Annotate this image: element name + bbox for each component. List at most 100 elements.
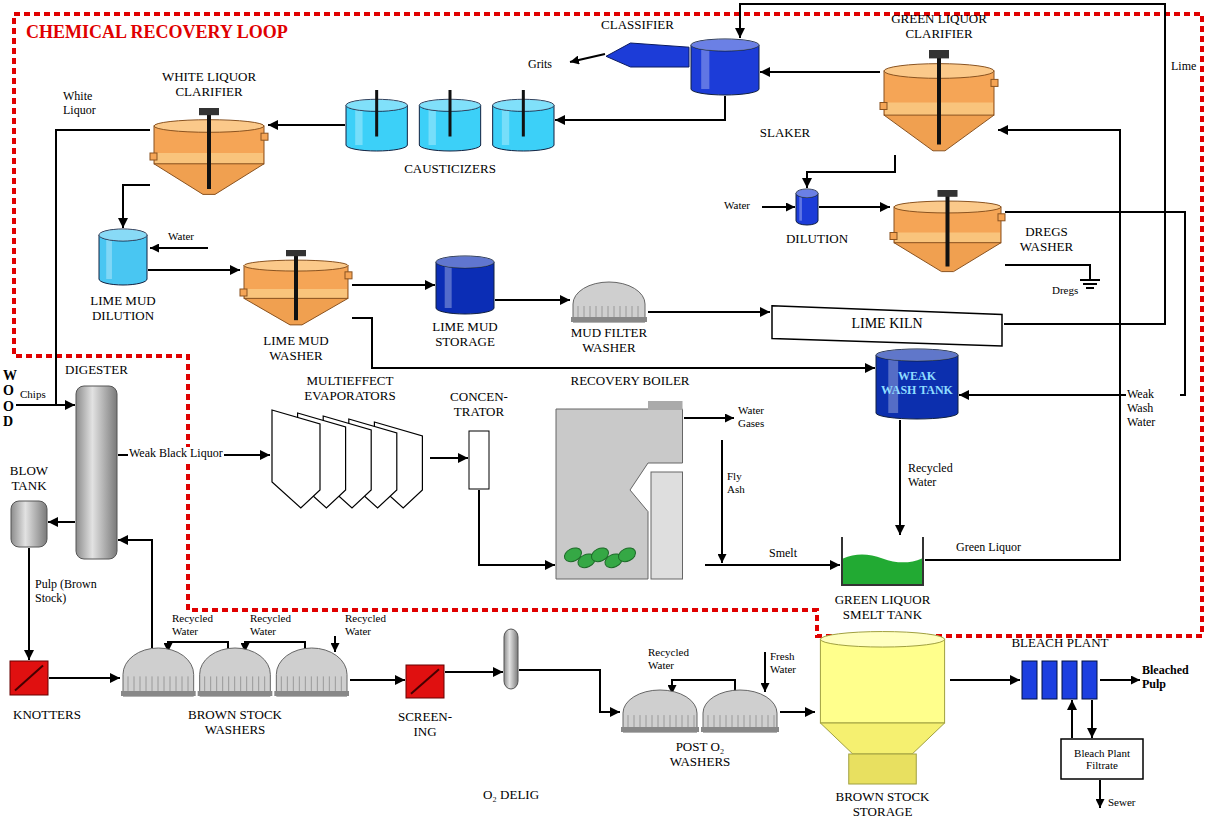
flow-line bbox=[740, 4, 1165, 324]
flow-arrows bbox=[16, 54, 1140, 808]
stream-label: Pulp (Brown Stock) bbox=[34, 578, 108, 606]
equipment-icon bbox=[468, 430, 490, 490]
equipment-label: LIME KILN bbox=[774, 316, 1000, 332]
equipment-label: RECOVERY BOILER bbox=[545, 374, 715, 389]
equipment-label: CLASSIFIER bbox=[583, 18, 693, 33]
stream-label: Green Liquor bbox=[955, 541, 1022, 555]
bleach-stages: BLEACH PLANT bbox=[1020, 660, 1100, 700]
flow-line bbox=[445, 671, 503, 673]
equipment-label: CAUSTICIZERS bbox=[385, 162, 515, 177]
equipment-icon bbox=[1020, 660, 1100, 700]
flow-line bbox=[123, 185, 150, 228]
flow-line bbox=[352, 284, 435, 286]
flow-line bbox=[899, 420, 901, 535]
stream-label: Recycled Water bbox=[250, 612, 300, 637]
stream-label: Recycled Water bbox=[907, 462, 969, 490]
drum-washer: MUD FILTER WASHER bbox=[570, 282, 648, 322]
drum-washers: POST O₂ WASHERS bbox=[620, 690, 780, 732]
recovery-boiler: RECOVERY BOILER bbox=[555, 400, 705, 580]
dilution-tank: DILUTION bbox=[795, 188, 819, 226]
flow-line bbox=[648, 311, 770, 313]
equipment-label: CONCEN- TRATOR bbox=[442, 390, 516, 420]
stream-label: White Liquor bbox=[62, 90, 124, 118]
stream-label: Sewer bbox=[1108, 796, 1136, 809]
concentrator: CONCEN- TRATOR bbox=[468, 430, 490, 490]
equipment-label: MULTIEFFECT EVAPORATORS bbox=[280, 374, 420, 404]
storage-tank: BROWN STOCK STORAGE bbox=[815, 630, 950, 785]
stream-label: Water Gases bbox=[738, 404, 783, 429]
equipment-icon bbox=[240, 250, 352, 328]
stream-label: Chips bbox=[20, 388, 46, 401]
equipment-label: DIGESTER bbox=[52, 363, 142, 378]
equipment-label: WHITE LIQUOR CLARIFIER bbox=[149, 70, 269, 100]
flow-line bbox=[495, 299, 570, 301]
flow-line bbox=[350, 679, 405, 681]
equipment-icon bbox=[435, 255, 495, 315]
equipment-label: LIME MUD STORAGE bbox=[415, 320, 515, 350]
equipment-label: BROWN STOCK WASHERS bbox=[175, 708, 295, 738]
flow-line bbox=[49, 677, 120, 679]
clarifier: WHITE LIQUOR CLARIFIER bbox=[150, 108, 268, 198]
delignification-tower: O₂ DELIG bbox=[503, 628, 519, 690]
flow-line bbox=[950, 679, 1020, 681]
equipment-label: SCREEN- ING bbox=[390, 710, 460, 740]
equipment-icon bbox=[10, 500, 48, 548]
stream-label: Recycled Water bbox=[345, 612, 395, 637]
stream-label: Weak Black Liquor bbox=[128, 447, 224, 461]
flow-line bbox=[430, 457, 468, 459]
clarifier: LIME MUD WASHER bbox=[240, 250, 352, 328]
dilution-tank: LIME MUD DILUTION bbox=[98, 228, 148, 286]
equipment-icon bbox=[555, 400, 705, 580]
stream-label: Weak Wash Water bbox=[1126, 388, 1180, 429]
wash-tank: WEAK WASH TANK bbox=[875, 348, 959, 420]
flow-line bbox=[1071, 700, 1073, 738]
stream-label: Smelt bbox=[768, 547, 798, 561]
stream-label: Water bbox=[724, 199, 750, 212]
stream-label: Fly Ash bbox=[727, 470, 757, 495]
equipment-label: DILUTION bbox=[777, 232, 857, 247]
dregs-washer: DREGS WASHER bbox=[890, 190, 1005, 275]
stream-label: Recycled Water bbox=[648, 646, 698, 671]
equipment-icon bbox=[270, 410, 430, 510]
flow-line bbox=[28, 548, 30, 660]
equipment-icon bbox=[570, 282, 648, 322]
stream-label: Water bbox=[168, 230, 194, 243]
equipment-icon bbox=[880, 50, 998, 155]
equipment-label: O₂ DELIG bbox=[471, 788, 551, 803]
flow-line bbox=[807, 155, 895, 188]
input-label: WOOD bbox=[3, 368, 17, 430]
output-label: Bleached Pulp bbox=[1142, 664, 1202, 692]
flow-line bbox=[118, 540, 152, 648]
flow-line bbox=[780, 711, 815, 713]
screen: SCREEN- ING bbox=[405, 664, 445, 699]
stream-label: Recycled Water bbox=[172, 612, 222, 637]
equipment-icon bbox=[840, 535, 925, 587]
equipment-icon bbox=[1060, 738, 1144, 780]
flow-line bbox=[519, 670, 620, 712]
equipment-label: BLOW TANK bbox=[2, 464, 56, 494]
knotter: KNOTTERS bbox=[9, 660, 49, 696]
equipment-icon bbox=[503, 628, 519, 690]
equipment-label: LIME MUD DILUTION bbox=[78, 294, 168, 324]
equipment-label: BROWN STOCK STORAGE bbox=[813, 790, 953, 820]
stream-label: Lime bbox=[1170, 60, 1197, 74]
equipment-icon bbox=[9, 660, 49, 696]
storage-tank: LIME MUD STORAGE bbox=[435, 255, 495, 315]
flow-line bbox=[705, 564, 840, 566]
equipment-icon bbox=[815, 630, 950, 785]
flow-line bbox=[760, 71, 880, 73]
equipment-icon bbox=[405, 664, 445, 699]
equipment-label: MUD FILTER WASHER bbox=[559, 326, 659, 356]
equipment-icon bbox=[795, 188, 819, 226]
flow-line bbox=[819, 206, 890, 208]
equipment-label: KNOTTERS bbox=[7, 708, 87, 723]
stream-label: Grits bbox=[528, 58, 552, 72]
equipment-label: POST O₂ WASHERS bbox=[650, 740, 750, 770]
loop-title: CHEMICAL RECOVERY LOOP bbox=[26, 22, 288, 43]
equipment-label: DREGS WASHER bbox=[1011, 225, 1083, 255]
evaporators: MULTIEFFECT EVAPORATORS bbox=[270, 410, 430, 510]
stream-label: Dregs bbox=[1052, 284, 1078, 297]
equipment-label: Bleach Plant Filtrate bbox=[1064, 747, 1140, 772]
digester-vessel: DIGESTER bbox=[75, 385, 118, 560]
